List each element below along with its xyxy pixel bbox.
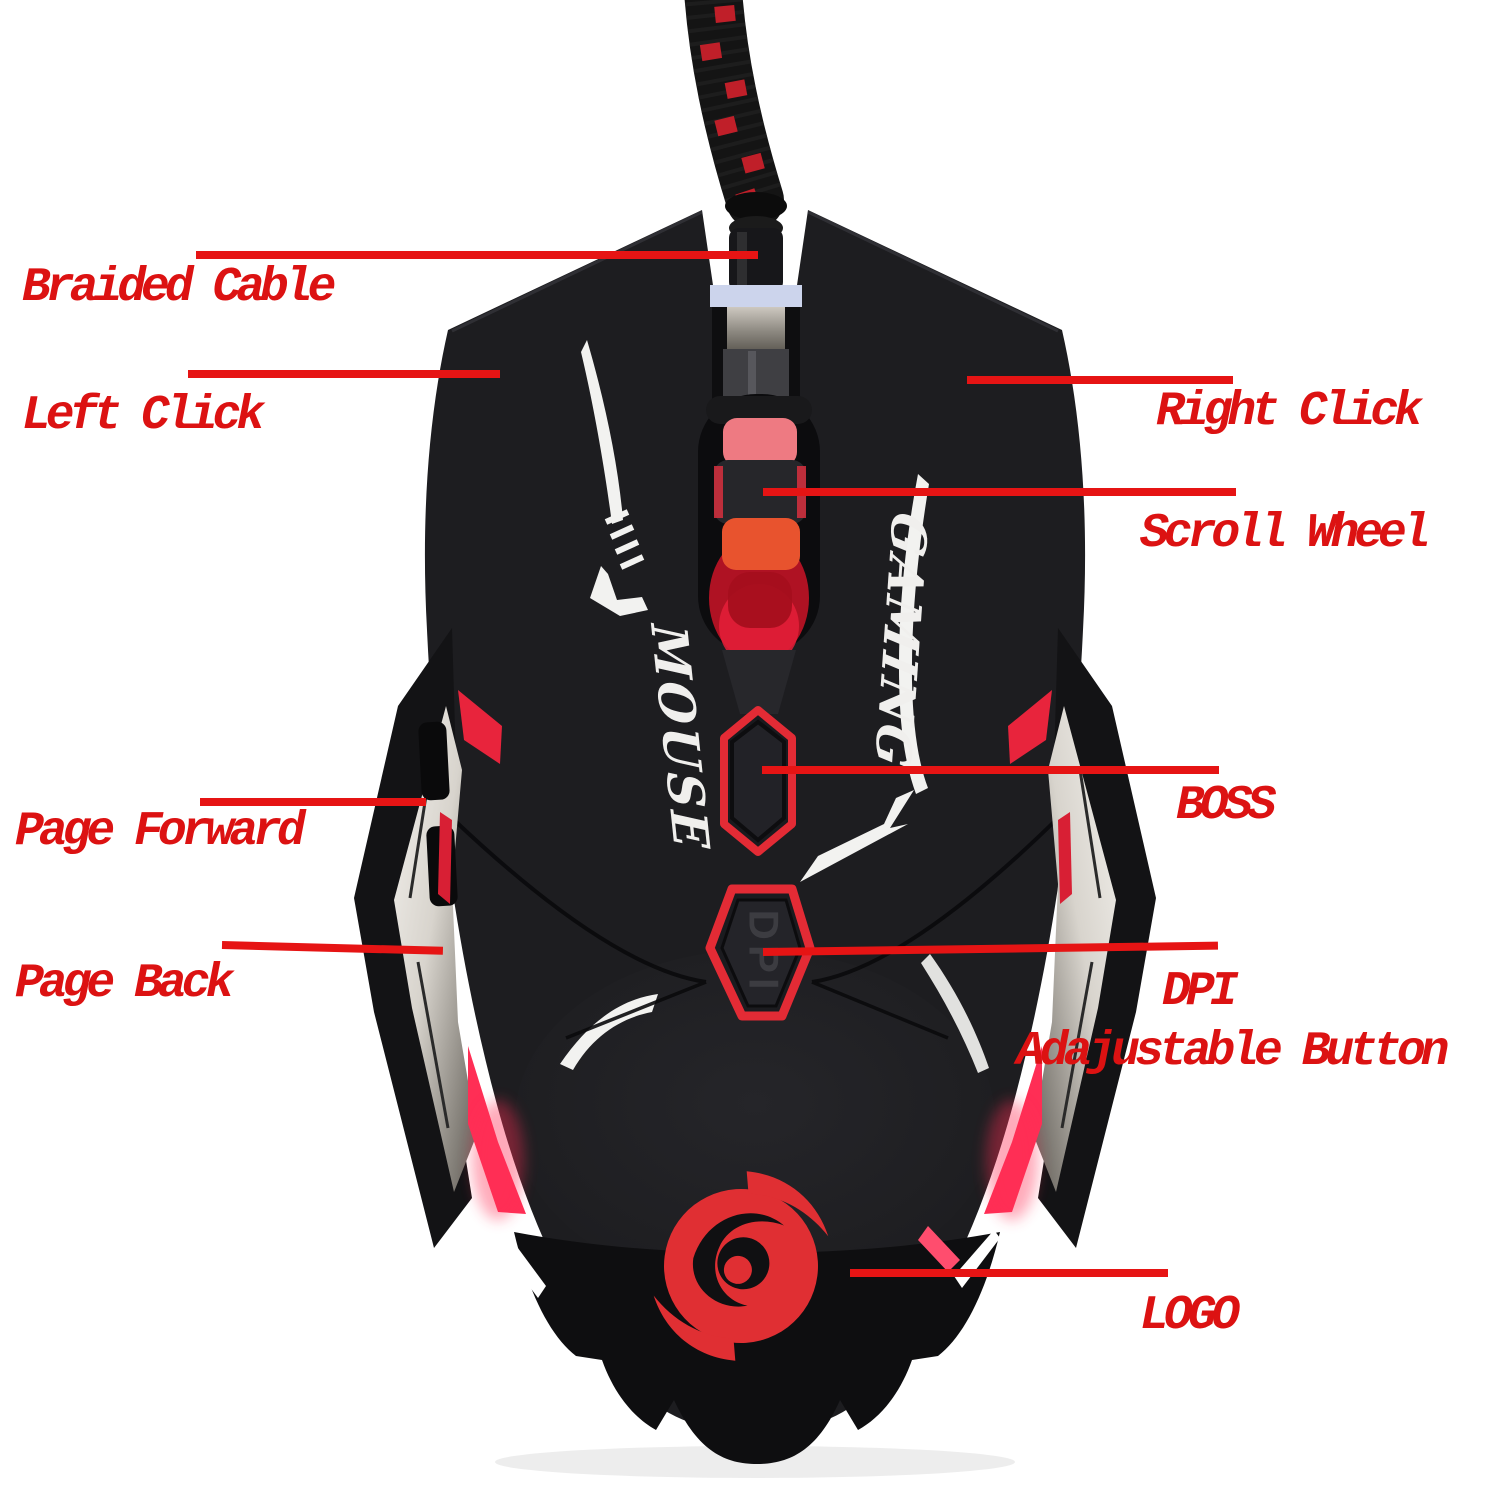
left-button-streak	[581, 340, 623, 524]
base-led-sliver	[918, 1226, 960, 1272]
left-led-accents	[438, 690, 526, 1220]
braided-cable-callout-line	[196, 251, 758, 259]
logo-swirl	[653, 1171, 829, 1361]
left-click-callout-line	[188, 370, 500, 378]
page-forward-callout-line	[200, 798, 426, 806]
label-scroll-wheel: Scroll Wheel	[1140, 507, 1431, 561]
label-braided-cable: Braided Cable	[22, 261, 336, 315]
label-page-forward: Page Forward	[15, 805, 306, 859]
left-streak-bend	[590, 566, 648, 616]
scroll-wheel-assembly	[698, 394, 820, 668]
right-side-wing	[984, 628, 1156, 1248]
shell-seams	[450, 816, 1060, 1040]
label-logo: LOGO	[1140, 1289, 1240, 1343]
dpi-button: DPI	[705, 884, 815, 1021]
center-stem	[722, 650, 796, 714]
right-streak-foot	[800, 790, 914, 882]
logo-callout-line	[850, 1269, 1168, 1277]
braided-cable	[684, 0, 787, 292]
mouse-base	[495, 1171, 1015, 1478]
right-led-accents	[984, 690, 1072, 1220]
right-click-callout-line	[967, 376, 1233, 384]
base-gap-left	[504, 1240, 546, 1298]
label-left-click: Left Click	[22, 389, 265, 443]
left-lower-swoosh	[560, 994, 658, 1070]
scroll-wheel-callout-line	[763, 488, 1236, 496]
right-button-streak	[898, 474, 929, 794]
label-right-click: Right Click	[1156, 385, 1423, 439]
boss-button	[720, 706, 796, 856]
cable-strain-relief	[725, 192, 787, 292]
label-dpi-sub: Adajustable Button	[1016, 1025, 1449, 1079]
scroll-wheel	[714, 418, 806, 628]
right-lower-swoosh	[921, 954, 989, 1073]
label-page-back: Page Back	[15, 957, 234, 1011]
left-streak-ticks	[604, 509, 645, 570]
side-button-page-forward	[418, 721, 450, 801]
boss-callout-line	[762, 766, 1219, 774]
label-boss: BOSS	[1176, 779, 1276, 833]
label-dpi: DPI	[1162, 965, 1238, 1019]
